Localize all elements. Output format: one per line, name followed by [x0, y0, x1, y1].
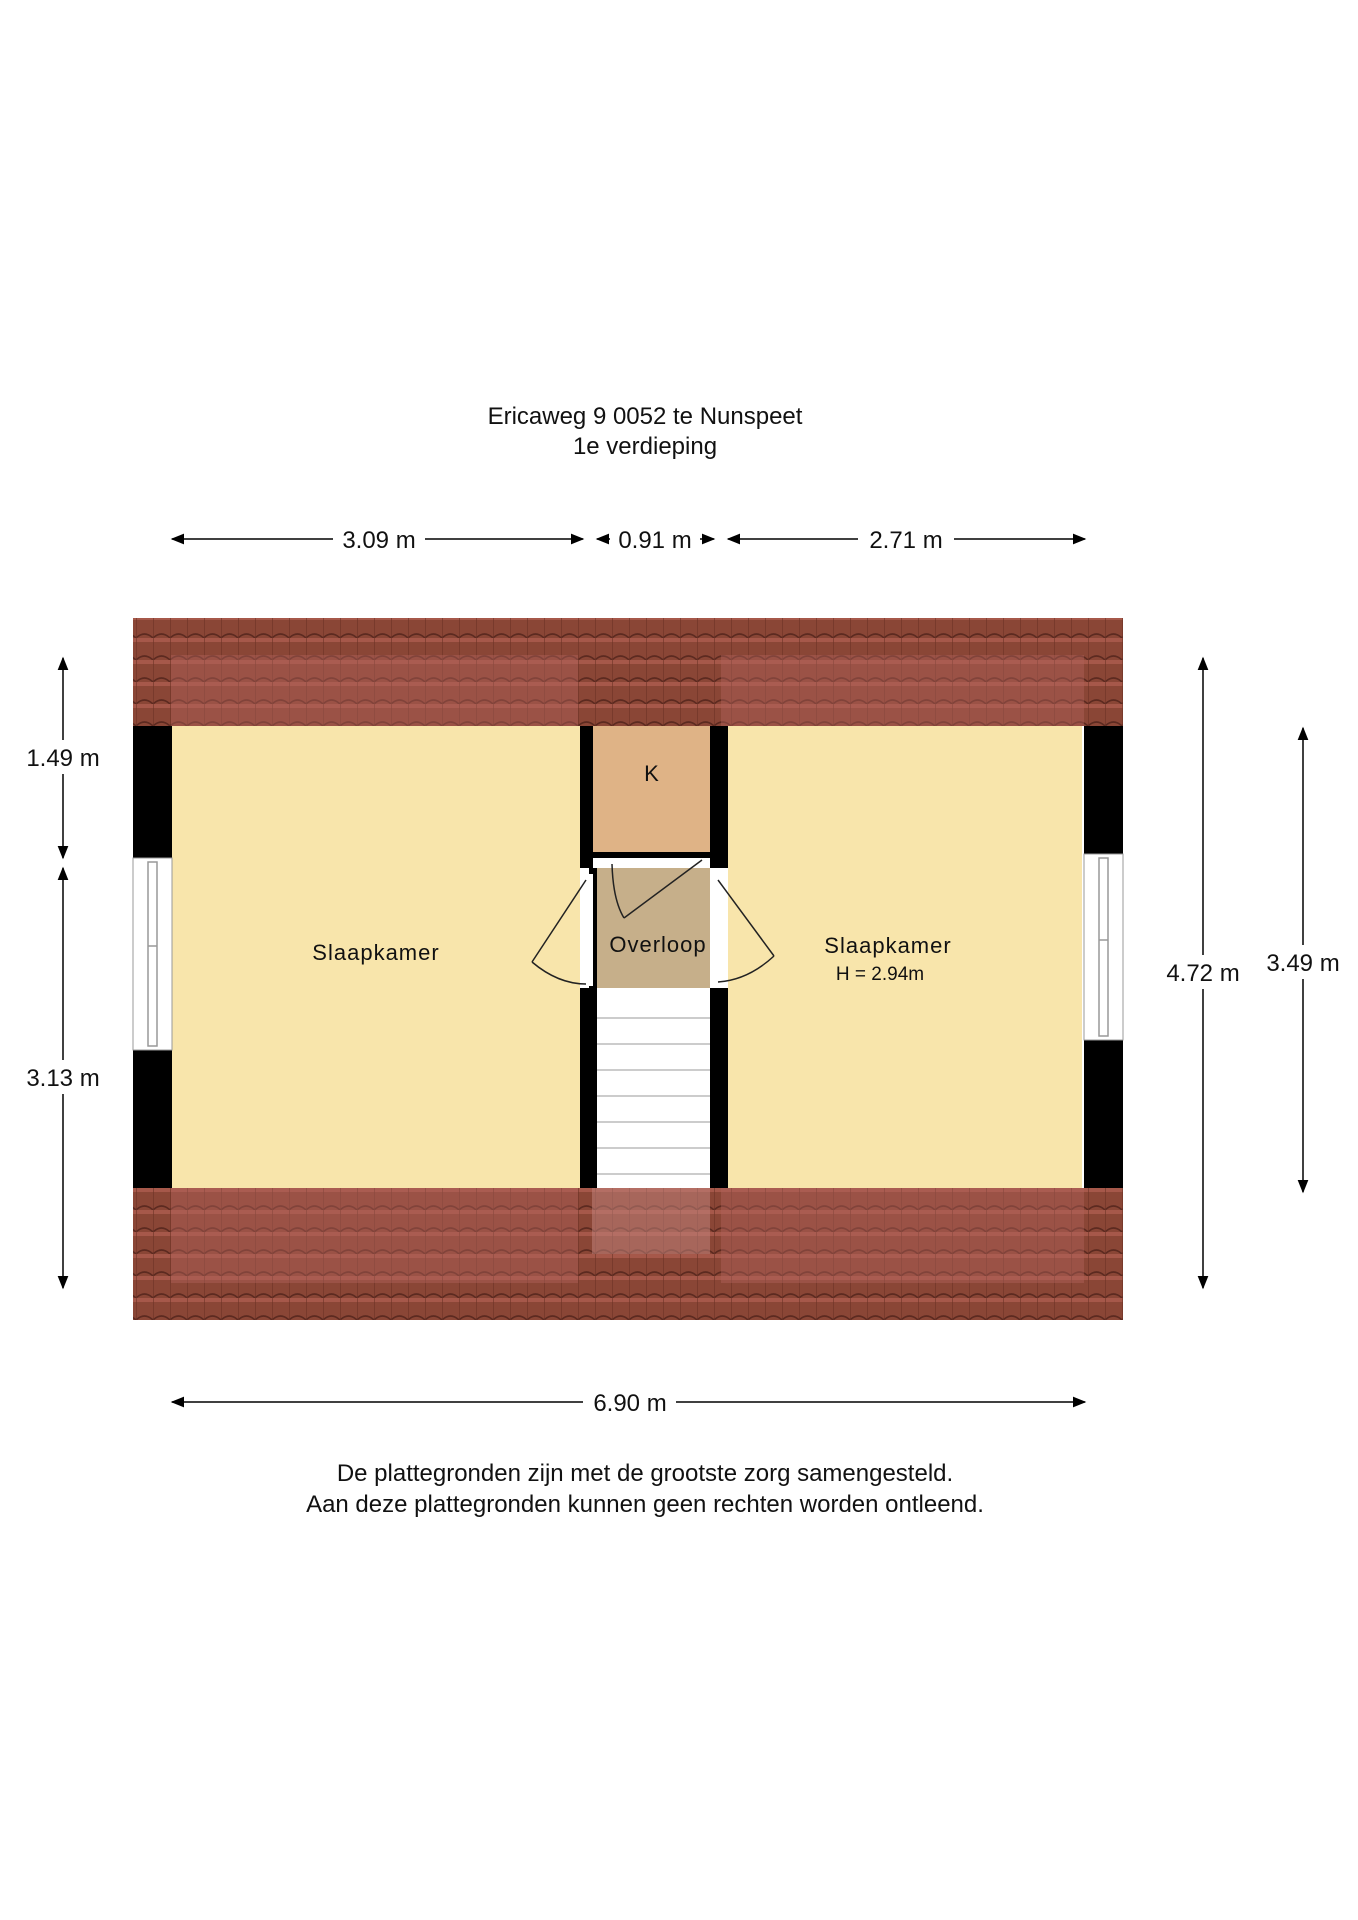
right-bedroom-label: Slaapkamer	[824, 933, 951, 958]
floor-subtitle: 1e verdieping	[572, 433, 718, 460]
dim-right-inner: 4.72 m	[1166, 960, 1239, 987]
disclaimer: De plattegronden zijn met de grootste zo…	[0, 1458, 1290, 1520]
left-bedroom-floor	[172, 726, 580, 1188]
disclaimer-line-2: Aan deze plattegronden kunnen geen recht…	[306, 1491, 984, 1518]
dim-bottom-total: 6.90 m	[593, 1390, 666, 1417]
door-right-bedroom	[710, 874, 775, 986]
dim-top-right: 2.71 m	[869, 527, 942, 554]
window-right	[1083, 853, 1124, 1041]
roof-top	[133, 618, 1123, 726]
landing-floor	[597, 868, 710, 988]
right-bedroom-height: H = 2.94m	[836, 964, 924, 985]
closet-label: K	[644, 761, 660, 786]
plan-title: Ericaweg 9 0052 te Nunspeet 1e verdiepin…	[0, 402, 1290, 462]
landing-label: Overloop	[609, 932, 706, 957]
address-title: Ericaweg 9 0052 te Nunspeet	[487, 403, 803, 430]
door-closet	[607, 859, 703, 919]
window-left	[132, 857, 173, 1051]
dim-top-left: 3.09 m	[342, 527, 415, 554]
closet-floor	[593, 726, 710, 852]
left-bedroom-label: Slaapkamer	[312, 940, 439, 965]
staircase	[597, 992, 710, 1188]
dim-right-outer: 3.49 m	[1266, 950, 1339, 977]
door-left-bedroom	[531, 874, 593, 986]
walls	[133, 726, 1123, 1188]
disclaimer-line-1: De plattegronden zijn met de grootste zo…	[336, 1460, 954, 1487]
right-bedroom-floor	[728, 726, 1082, 1188]
dim-left-upper: 1.49 m	[26, 745, 99, 772]
roof-bottom	[133, 1188, 1123, 1320]
dim-top-middle: 0.91 m	[618, 527, 691, 554]
dim-left-lower: 3.13 m	[26, 1065, 99, 1092]
